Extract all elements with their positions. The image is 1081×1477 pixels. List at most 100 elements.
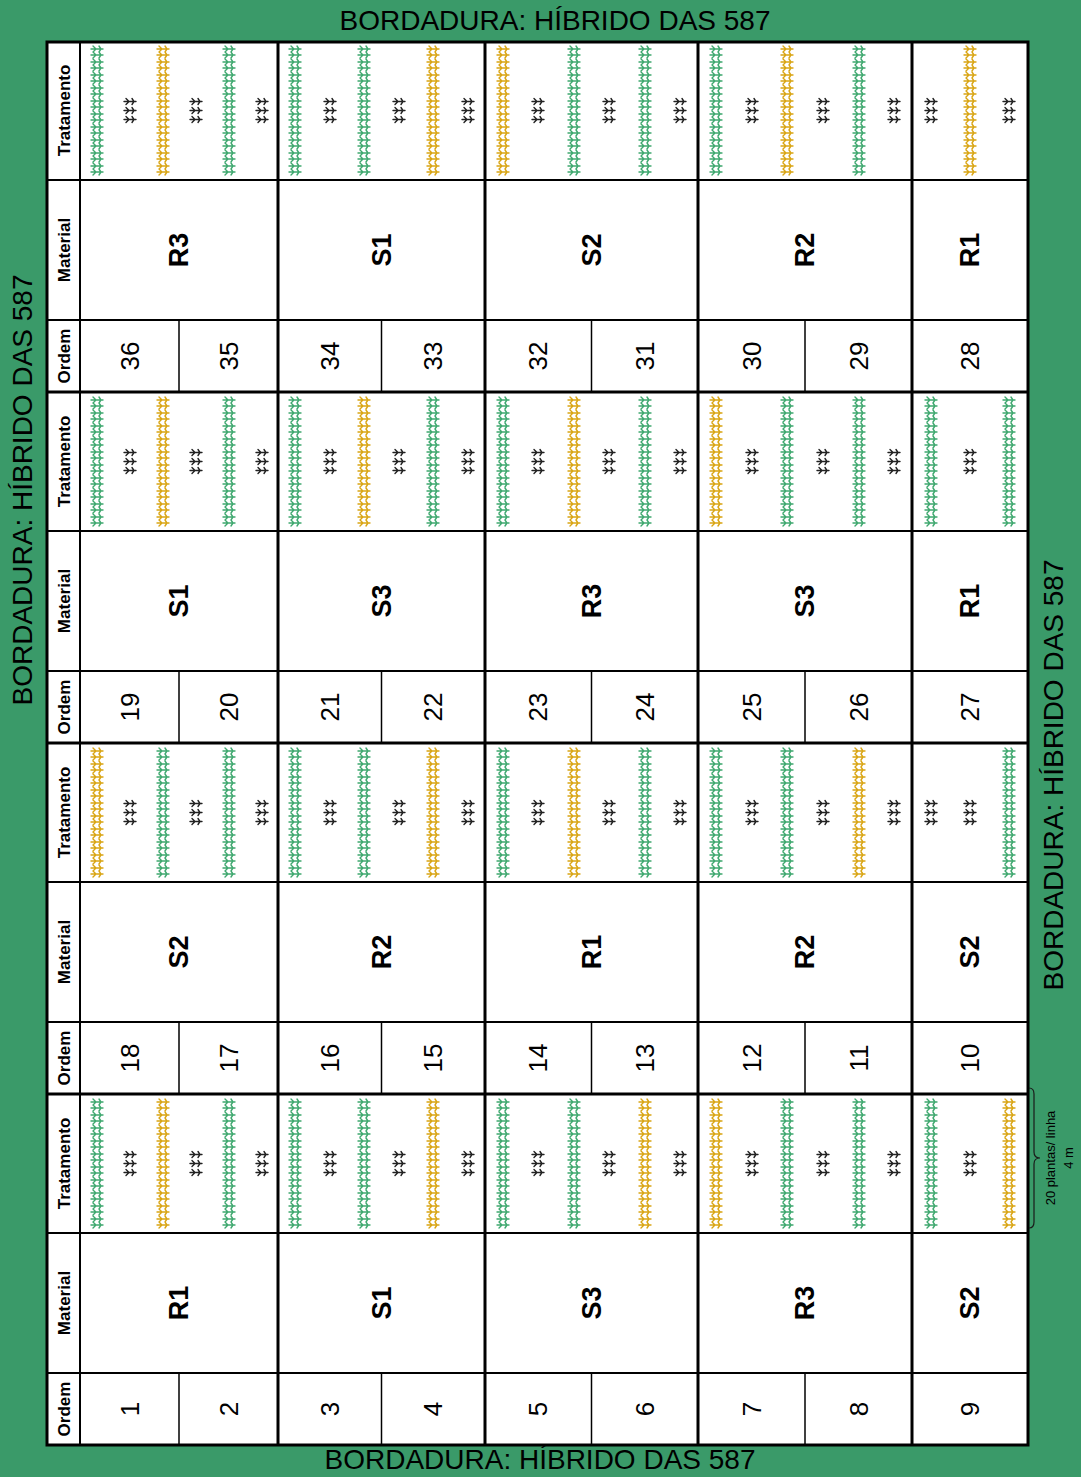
- plant-row: [497, 748, 509, 877]
- column-header: Ordem: [55, 329, 72, 384]
- border-label: BORDADURA: HÍBRIDO DAS 587: [1040, 560, 1068, 991]
- plant-row: [157, 1099, 169, 1228]
- border-label: BORDADURA: HÍBRIDO DAS 587: [340, 7, 771, 35]
- plant-row: [358, 1099, 370, 1228]
- column-header: Material: [55, 569, 72, 633]
- plant-row: [124, 450, 136, 474]
- plant-row: [964, 46, 976, 175]
- plant-row: [157, 46, 169, 175]
- plant-row: [603, 801, 615, 825]
- grid-line: [381, 1373, 383, 1445]
- plant-row: [568, 46, 580, 175]
- column-header: Tratamento: [55, 767, 72, 859]
- grid-line: [47, 179, 1028, 181]
- plot-order: 27: [957, 693, 983, 722]
- plant-row: [324, 99, 336, 123]
- plant-row: [781, 397, 793, 526]
- plot-order: 6: [632, 1402, 658, 1416]
- plant-rows: [91, 46, 1015, 1228]
- column-header: Ordem: [55, 680, 72, 735]
- plant-row: [393, 450, 405, 474]
- plant-row: [925, 397, 937, 526]
- column-header: Material: [55, 920, 72, 984]
- plot-order: 31: [632, 342, 658, 371]
- grid-line: [804, 1022, 806, 1094]
- material-code: R3: [578, 584, 605, 619]
- plant-row: [190, 99, 202, 123]
- grid-line: [381, 671, 383, 743]
- grid-line: [804, 320, 806, 392]
- plant-row: [1003, 397, 1015, 526]
- plot-order: 1: [117, 1402, 143, 1416]
- plant-row: [497, 46, 509, 175]
- plant-row: [289, 397, 301, 526]
- plant-row: [124, 801, 136, 825]
- table-grid: [47, 42, 1028, 1445]
- plant-row: [781, 748, 793, 877]
- plant-row: [157, 397, 169, 526]
- grid-line: [381, 1022, 383, 1094]
- plant-row: [925, 801, 937, 825]
- plant-row: [157, 748, 169, 877]
- plot-order: 24: [632, 693, 658, 722]
- plant-row: [888, 99, 900, 123]
- plant-row: [532, 99, 544, 123]
- plant-row: [497, 1099, 509, 1228]
- plant-row: [674, 1152, 686, 1176]
- grid-line: [591, 1022, 593, 1094]
- plant-row: [674, 99, 686, 123]
- material-code: R3: [166, 233, 193, 268]
- plot-order: 23: [525, 693, 551, 722]
- plant-row: [964, 450, 976, 474]
- plant-row: [746, 1152, 758, 1176]
- plant-row: [603, 99, 615, 123]
- material-code: S3: [368, 584, 395, 617]
- plant-row: [603, 450, 615, 474]
- plant-row: [91, 1099, 103, 1228]
- material-code: S1: [368, 1286, 395, 1319]
- plant-row: [781, 1099, 793, 1228]
- column-header: Ordem: [55, 1031, 72, 1086]
- material-code: R2: [792, 233, 819, 268]
- plot-order: 34: [317, 342, 343, 371]
- plant-row: [853, 1099, 865, 1228]
- plant-row: [925, 1099, 937, 1228]
- row-length: 4 m: [1062, 1147, 1075, 1169]
- plant-row: [853, 748, 865, 877]
- material-code: R3: [792, 1286, 819, 1321]
- grid-line: [178, 1373, 180, 1445]
- table-frame: [47, 42, 1028, 1445]
- plant-row: [639, 1099, 651, 1228]
- plant-row: [532, 1152, 544, 1176]
- column-header: Tratamento: [55, 1118, 72, 1210]
- plot-order: 28: [957, 342, 983, 371]
- plant-row: [532, 450, 544, 474]
- plant-row: [710, 46, 722, 175]
- plant-row: [746, 99, 758, 123]
- plot-order: 11: [846, 1045, 872, 1072]
- column-header: Tratamento: [55, 416, 72, 508]
- plot-order: 4: [420, 1402, 446, 1416]
- plot-order: 7: [739, 1402, 765, 1416]
- grid-line: [804, 671, 806, 743]
- border-label: BORDADURA: HÍBRIDO DAS 587: [9, 275, 37, 706]
- plant-row: [674, 450, 686, 474]
- plant-row: [568, 748, 580, 877]
- plant-row: [674, 801, 686, 825]
- column-header: Ordem: [55, 1382, 72, 1437]
- material-code: S1: [166, 584, 193, 617]
- plant-row: [888, 450, 900, 474]
- column-header: Tratamento: [55, 65, 72, 157]
- plant-row: [91, 46, 103, 175]
- border-label: BORDADURA: HÍBRIDO DAS 587: [325, 1446, 756, 1474]
- plant-row: [853, 46, 865, 175]
- plant-row: [190, 801, 202, 825]
- plot-order: 3: [317, 1402, 343, 1416]
- material-code: R1: [957, 233, 984, 268]
- plant-row: [223, 1099, 235, 1228]
- plant-row: [853, 397, 865, 526]
- grid-line: [591, 671, 593, 743]
- plot-order: 15: [420, 1044, 446, 1073]
